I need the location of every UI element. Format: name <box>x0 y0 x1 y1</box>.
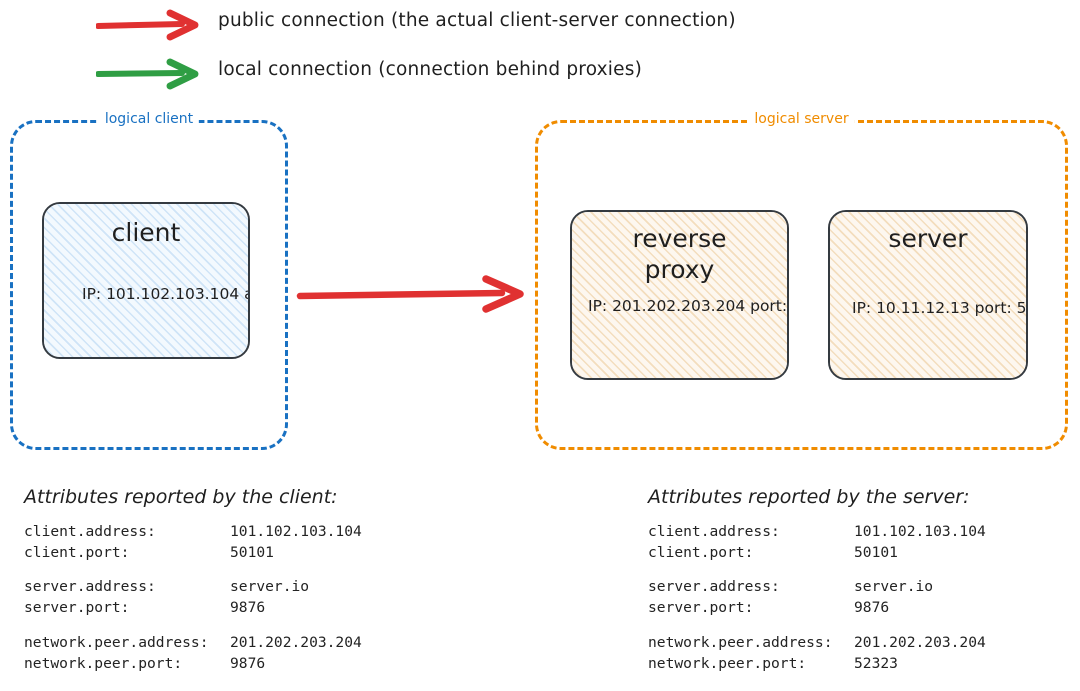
legend-label-local-connection: local connection (connection behind prox… <box>218 59 642 80</box>
attributes-server-table: client.address: 101.102.103.104 client.p… <box>648 522 986 674</box>
logical-server-group: logical server <box>535 111 1068 450</box>
attr-value: 101.102.103.104 <box>854 523 986 540</box>
attributes-panel-client: Attributes reported by the client: clien… <box>24 486 362 674</box>
table-row: network.peer.port: 9876 <box>24 654 362 675</box>
logical-server-group-label: logical server <box>748 111 855 127</box>
node-client-details: IP: 101.102.103.104 address: client.io <box>82 284 248 303</box>
table-row: client.address: 101.102.103.104 <box>24 522 362 543</box>
attr-key: client.port: <box>24 543 130 561</box>
attr-value: 9876 <box>230 654 266 672</box>
attr-key: network.peer.port: <box>24 654 183 672</box>
table-spacer-row <box>648 619 986 633</box>
table-row: server.address: server.io <box>24 577 362 598</box>
table-row: network.peer.address: 201.202.203.204 <box>24 633 362 654</box>
attr-key: server.address: <box>648 578 780 596</box>
attr-value: server.io <box>854 578 934 596</box>
attr-value: 201.202.203.204 <box>854 633 986 651</box>
attr-value: 101.102.103.104 <box>230 523 362 540</box>
table-row: client.port: 50101 <box>648 543 986 564</box>
node-server-title: server <box>888 224 968 253</box>
attr-value: 201.202.203.204 <box>230 633 362 651</box>
attributes-client-heading: Attributes reported by the client: <box>24 486 338 508</box>
attr-value: 50101 <box>854 543 898 561</box>
attributes-panel-server: Attributes reported by the server: clien… <box>648 486 986 674</box>
attr-key: server.port: <box>648 599 754 617</box>
table-row: client.address: 101.102.103.104 <box>648 522 986 543</box>
attributes-client-table: client.address: 101.102.103.104 client.p… <box>24 522 362 674</box>
attr-value: server.io <box>230 578 310 596</box>
table-row: server.address: server.io <box>648 577 986 598</box>
attr-key: client.address: <box>24 523 156 540</box>
public-connection-arrow-icon <box>296 275 524 313</box>
table-spacer-row <box>24 563 362 577</box>
node-server[interactable]: server IP: 10.11.12.13 port: 5678 addres… <box>828 210 1028 380</box>
table-row: network.peer.port: 52323 <box>648 654 986 675</box>
attr-key: client.address: <box>648 523 780 540</box>
node-reverse-proxy-details: IP: 201.202.203.204 port: 9876 address: … <box>588 297 788 315</box>
attr-key: server.address: <box>24 578 156 596</box>
attr-key: network.peer.port: <box>648 654 807 672</box>
attr-value: 9876 <box>230 599 266 617</box>
attr-value: 52323 <box>854 654 898 672</box>
table-row: client.port: 50101 <box>24 543 362 564</box>
attr-key: client.port: <box>648 543 754 561</box>
legend-label-public-connection: public connection (the actual client-ser… <box>218 10 736 31</box>
table-row: server.port: 9876 <box>24 598 362 619</box>
logical-client-group: logical client <box>10 111 288 450</box>
node-server-details: IP: 10.11.12.13 port: 5678 address: the-… <box>852 298 1027 317</box>
attr-key: network.peer.address: <box>24 633 209 651</box>
attr-key: network.peer.address: <box>648 633 833 651</box>
table-spacer-row <box>648 563 986 577</box>
table-row: server.port: 9876 <box>648 598 986 619</box>
attr-value: 9876 <box>854 599 890 617</box>
table-row: network.peer.address: 201.202.203.204 <box>648 633 986 654</box>
node-reverse-proxy[interactable]: reverse proxy IP: 201.202.203.204 port: … <box>570 210 789 380</box>
table-spacer-row <box>24 619 362 633</box>
node-reverse-proxy-title: reverse proxy <box>632 224 727 284</box>
logical-client-group-label: logical client <box>98 111 200 127</box>
node-client[interactable]: client IP: 101.102.103.104 address: clie… <box>42 202 250 359</box>
attr-value: 50101 <box>230 543 274 561</box>
node-client-title: client <box>111 218 181 247</box>
arrow-right-icon <box>96 9 199 41</box>
attr-key: server.port: <box>24 599 130 617</box>
arrow-right-icon <box>96 58 199 90</box>
attributes-server-heading: Attributes reported by the server: <box>648 486 970 508</box>
